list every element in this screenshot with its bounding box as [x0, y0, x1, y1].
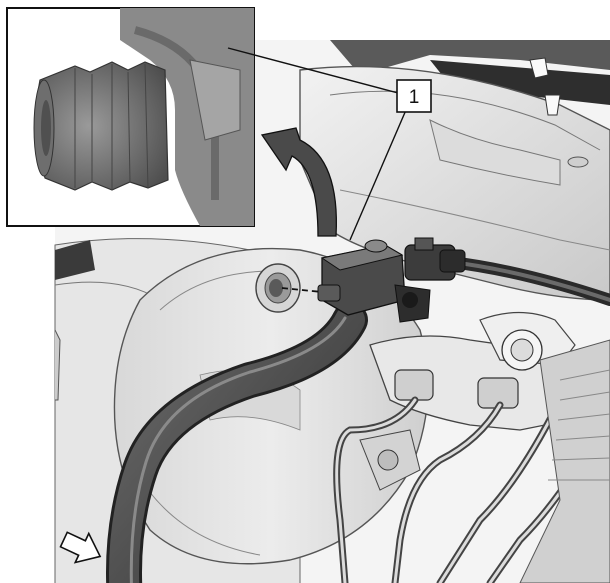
callout-label: 1: [409, 87, 420, 108]
check-valve-connector: [317, 237, 466, 323]
direction-arrow-icon: [59, 531, 102, 564]
grommet-plug: [33, 61, 169, 191]
engine-bay-scene: [54, 40, 610, 583]
vacuum-hose: [106, 302, 368, 583]
vacuum-port-grommet: [255, 263, 301, 313]
master-cylinder-block: [359, 311, 576, 491]
callout-1: 1: [227, 47, 432, 241]
curved-arrow-icon: [260, 127, 338, 237]
detail-inset: [6, 7, 255, 227]
